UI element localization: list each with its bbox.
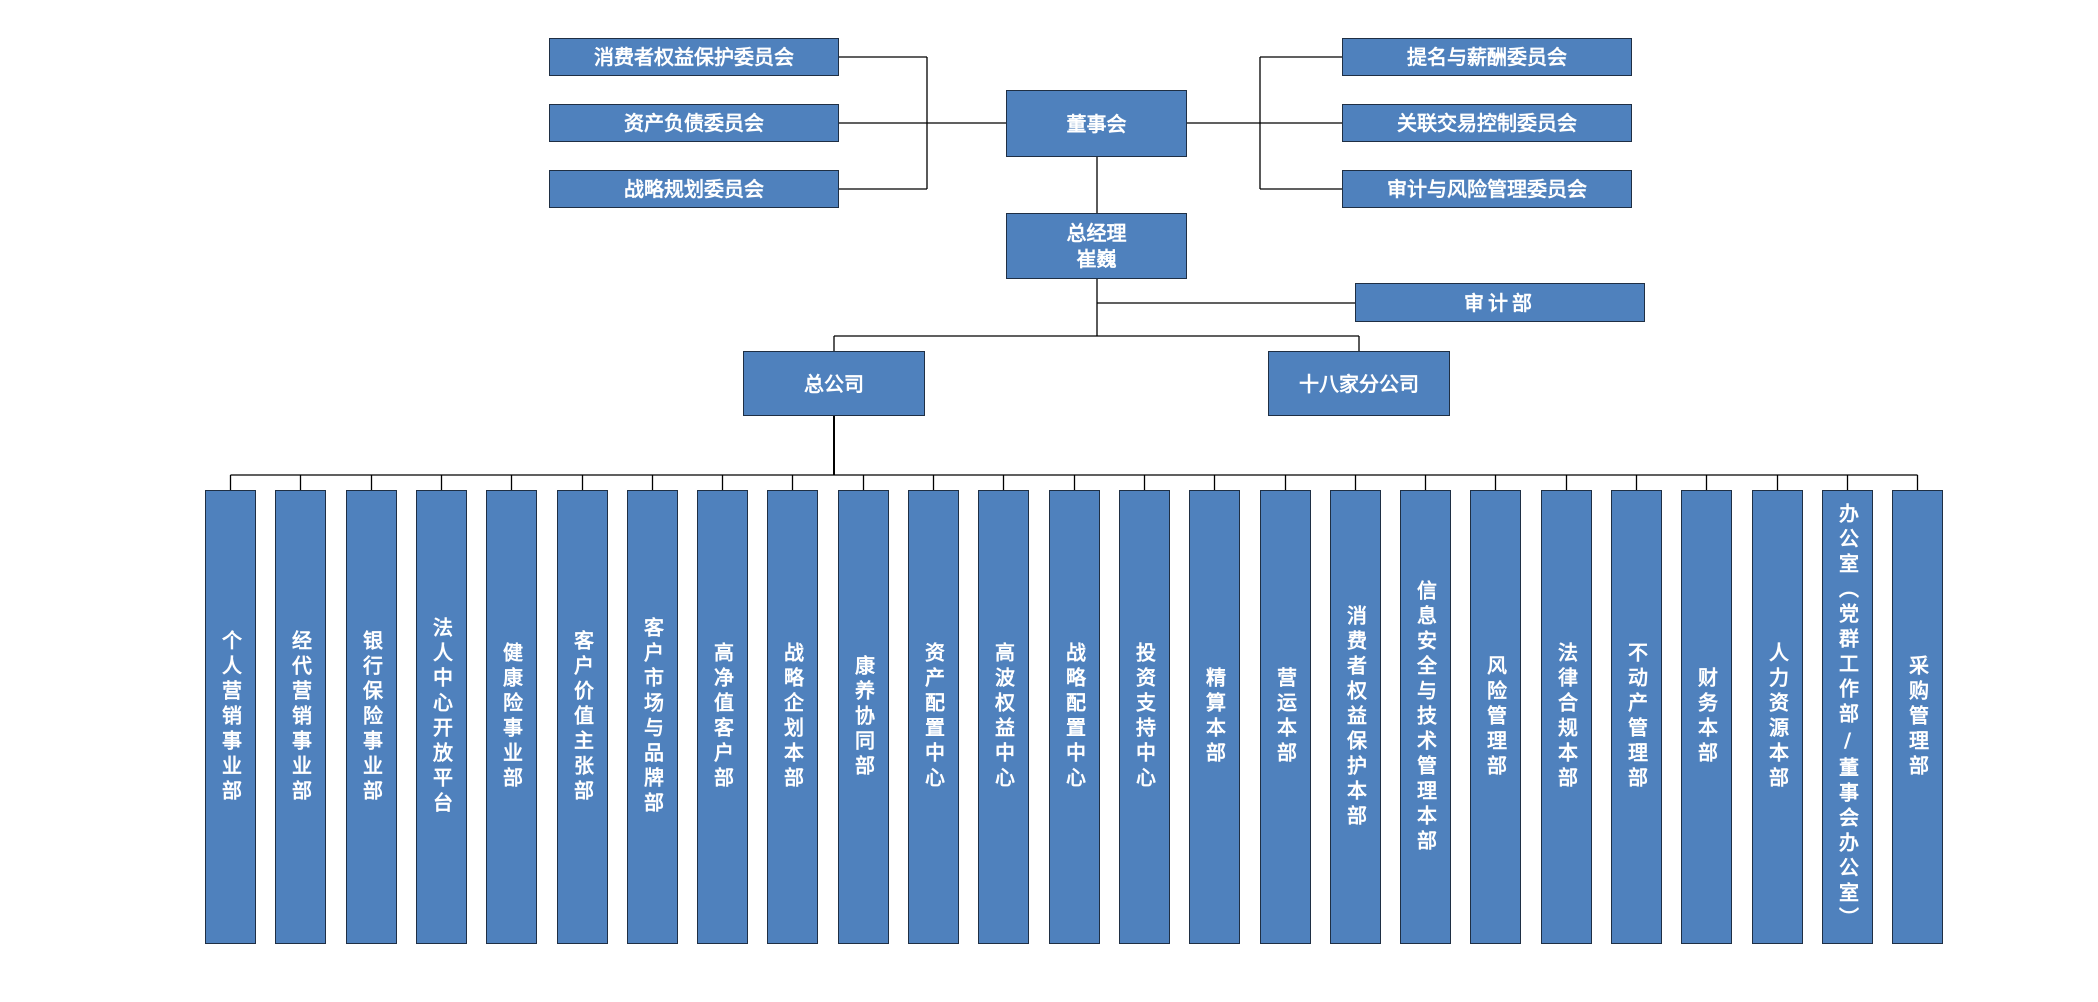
department-box: 办公室（党群工作部/董事会办公室） — [1822, 490, 1873, 944]
department-label: 精算本部 — [1202, 667, 1227, 767]
committee-audit-risk: 审计与风险管理委员会 — [1342, 170, 1632, 208]
branch-companies: 十八家分公司 — [1268, 351, 1450, 416]
department-label: 法人中心开放平台 — [429, 617, 454, 817]
department-box: 经代营销事业部 — [275, 490, 326, 944]
committee-strategic-planning: 战略规划委员会 — [549, 170, 839, 208]
audit-department: 审计部 — [1355, 283, 1645, 322]
gm-title: 总经理 — [1066, 221, 1127, 245]
department-label: 财务本部 — [1694, 667, 1719, 767]
department-label: 经代营销事业部 — [288, 629, 313, 805]
department-box: 投资支持中心 — [1119, 490, 1170, 944]
department-box: 风险管理部 — [1470, 490, 1521, 944]
department-box: 营运本部 — [1260, 490, 1311, 944]
department-box: 高净值客户部 — [697, 490, 748, 944]
department-label: 客户价值主张部 — [570, 629, 595, 805]
department-label: 个人营销事业部 — [218, 629, 243, 805]
department-label: 资产配置中心 — [921, 642, 946, 792]
department-box: 人力资源本部 — [1752, 490, 1803, 944]
department-label: 风险管理部 — [1483, 654, 1508, 780]
department-label: 战略企划本部 — [780, 642, 805, 792]
department-label: 人力资源本部 — [1765, 642, 1790, 792]
department-label: 投资支持中心 — [1132, 642, 1157, 792]
department-label: 康养协同部 — [851, 654, 876, 780]
department-box: 法人中心开放平台 — [416, 490, 467, 944]
department-box: 消费者权益保护本部 — [1330, 490, 1381, 944]
department-box: 银行保险事业部 — [346, 490, 397, 944]
department-label: 法律合规本部 — [1554, 642, 1579, 792]
department-box: 财务本部 — [1681, 490, 1732, 944]
department-box: 信息安全与技术管理本部 — [1400, 490, 1451, 944]
department-box: 高波权益中心 — [978, 490, 1029, 944]
committee-asset-liability: 资产负债委员会 — [549, 104, 839, 142]
committee-consumer-protection: 消费者权益保护委员会 — [549, 38, 839, 76]
committee-nomination-compensation: 提名与薪酬委员会 — [1342, 38, 1632, 76]
department-label: 营运本部 — [1273, 667, 1298, 767]
department-box: 精算本部 — [1189, 490, 1240, 944]
department-label: 消费者权益保护本部 — [1343, 604, 1368, 830]
department-label: 信息安全与技术管理本部 — [1413, 579, 1438, 855]
gm-person: 崔巍 — [1076, 247, 1117, 271]
department-label: 健康险事业部 — [499, 642, 524, 792]
department-label: 客户市场与品牌部 — [640, 617, 665, 817]
department-box: 客户市场与品牌部 — [627, 490, 678, 944]
committee-related-party-transactions: 关联交易控制委员会 — [1342, 104, 1632, 142]
general-manager: 总经理 崔巍 — [1006, 213, 1187, 279]
department-box: 资产配置中心 — [908, 490, 959, 944]
department-box: 客户价值主张部 — [557, 490, 608, 944]
department-box: 不动产管理部 — [1611, 490, 1662, 944]
department-label: 战略配置中心 — [1062, 642, 1087, 792]
department-label: 采购管理部 — [1905, 654, 1930, 780]
department-box: 战略配置中心 — [1049, 490, 1100, 944]
department-label: 不动产管理部 — [1624, 642, 1649, 792]
department-label: 高波权益中心 — [991, 642, 1016, 792]
department-label: 高净值客户部 — [710, 642, 735, 792]
board-of-directors: 董事会 — [1006, 90, 1187, 157]
department-box: 战略企划本部 — [767, 490, 818, 944]
department-box: 个人营销事业部 — [205, 490, 256, 944]
department-label: 办公室（党群工作部/董事会办公室） — [1835, 502, 1860, 932]
department-box: 健康险事业部 — [486, 490, 537, 944]
department-box: 康养协同部 — [838, 490, 889, 944]
head-office: 总公司 — [743, 351, 925, 416]
department-box: 采购管理部 — [1892, 490, 1943, 944]
department-label: 银行保险事业部 — [359, 629, 384, 805]
department-box: 法律合规本部 — [1541, 490, 1592, 944]
